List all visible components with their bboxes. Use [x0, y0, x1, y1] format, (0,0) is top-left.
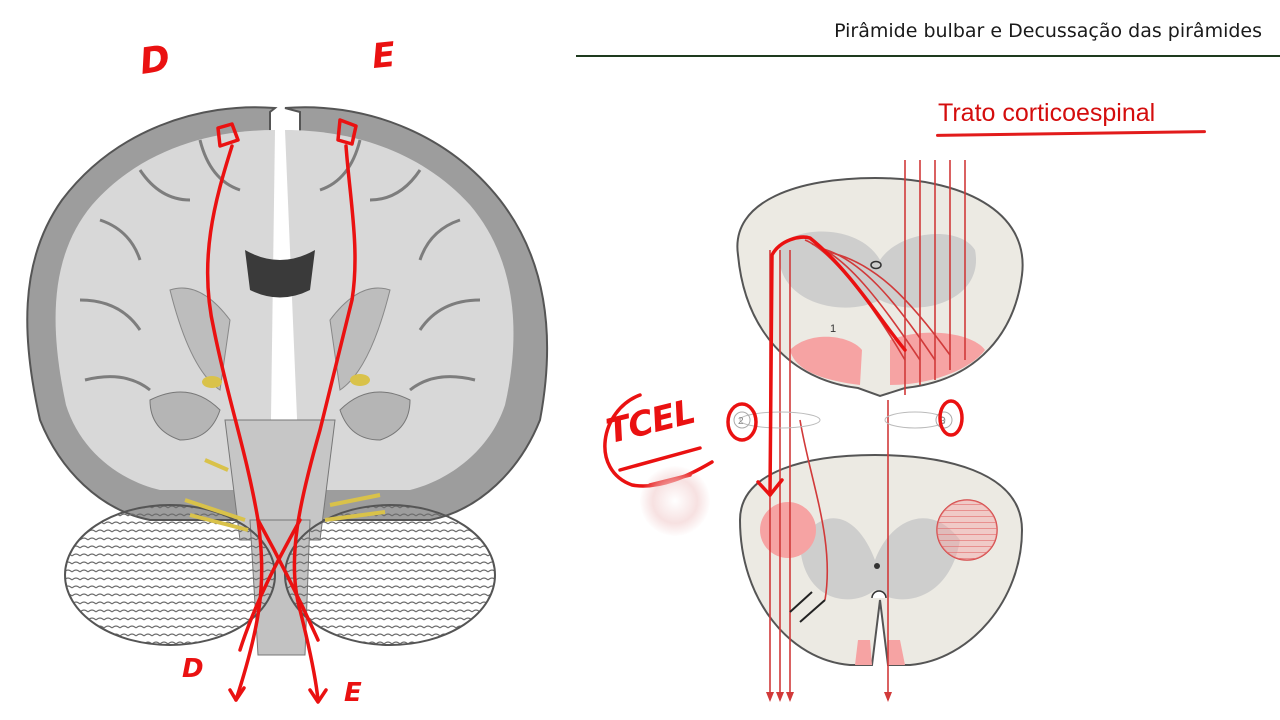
tract-heading: Trato corticoespinal	[938, 99, 1156, 127]
marker-rings: 2 3	[733, 411, 953, 429]
marker-2: 2	[738, 416, 744, 427]
title-divider	[576, 55, 1280, 57]
marker-1: 1	[830, 323, 836, 335]
cursor-highlight	[640, 466, 710, 536]
slide-title: Pirâmide bulbar e Decussação das pirâmid…	[834, 20, 1262, 42]
label-left-bottom: E	[344, 678, 362, 708]
tract-arrowheads	[766, 692, 892, 702]
marker-3: 3	[940, 416, 946, 427]
label-right-bottom: D	[182, 654, 204, 684]
label-left-top: E	[369, 34, 398, 78]
lower-cord-section	[738, 453, 1024, 666]
black-arrows	[789, 591, 826, 623]
red-tract-drawing	[205, 118, 358, 704]
label-right-top: D	[137, 38, 173, 83]
